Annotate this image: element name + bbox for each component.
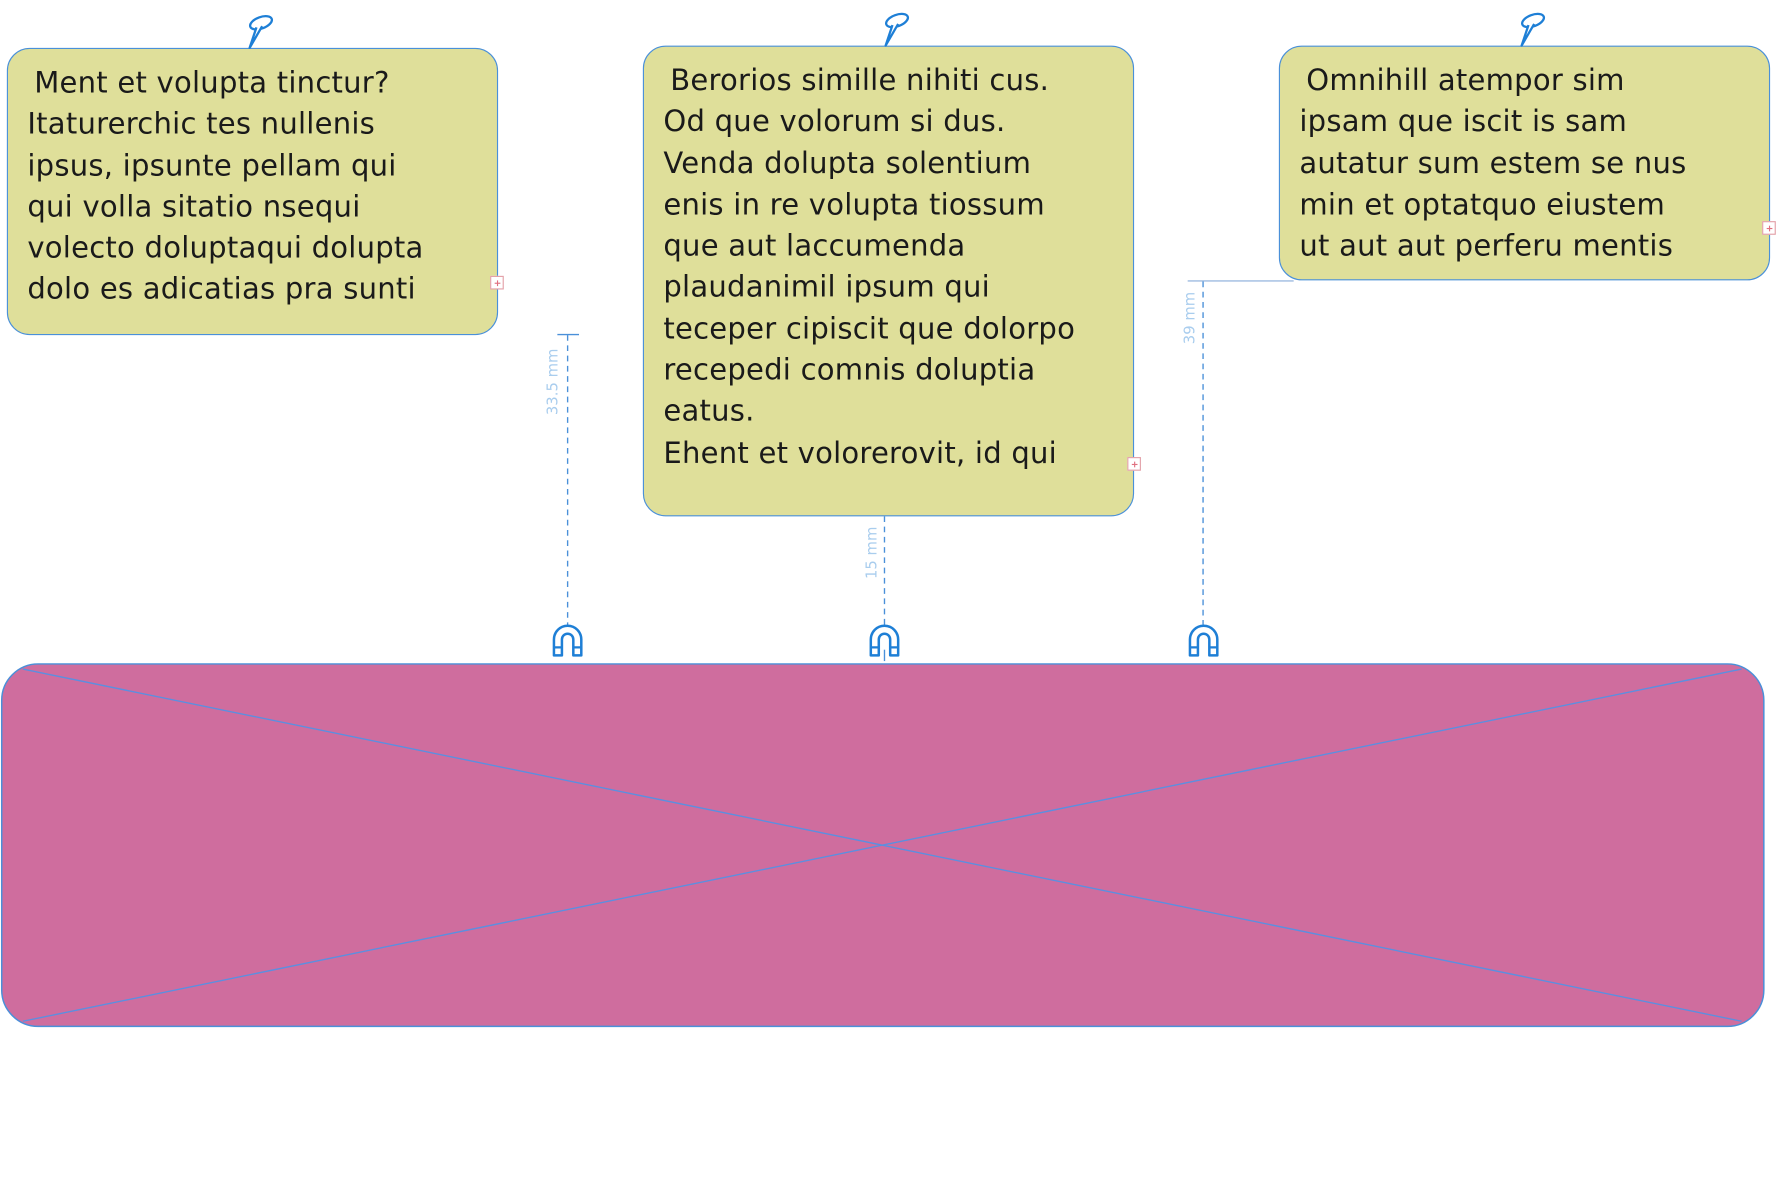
pushpin-icon[interactable] [244, 14, 276, 50]
note-text-line: ipsam que iscit is sam [1299, 105, 1628, 140]
dimension-label: 39 mm [1181, 291, 1200, 345]
resize-handle-icon[interactable] [1762, 221, 1776, 235]
note-text-line: qui volla sitatio nsequi [27, 190, 361, 225]
dimension-label: 33.5 mm [544, 348, 562, 416]
pushpin-icon[interactable] [1516, 11, 1548, 47]
note-text-line: recepedi comnis doluptia [663, 353, 1036, 388]
note-text-line: Berorios simille nihiti cus. [670, 63, 1050, 99]
note-text-line: ipsus, ipsunte pellam qui [27, 148, 397, 184]
note-text-line: enis in re volupta tiossum [663, 187, 1045, 223]
note-text-line: teceper cipiscit que dolorpo [663, 312, 1076, 347]
note-text-line: eatus. [663, 394, 755, 429]
dimension-line-3 [1187, 280, 1294, 625]
sticky-note-3[interactable]: Omnihill atempor sim ipsam que iscit is … [1278, 45, 1771, 281]
note-text-line: Itaturerchic tes nullenis [27, 107, 376, 142]
note-text-line: min et optatquo eiustem [1299, 187, 1666, 223]
resize-handle-icon[interactable] [490, 275, 504, 290]
note-text-line: Ment et volupta tinctur? [34, 66, 390, 101]
note-text-line: Ehent et volorerovit, id qui [663, 436, 1057, 471]
connector-layer [0, 280, 1765, 1028]
magnet-icon[interactable] [551, 622, 585, 657]
resize-handle-icon[interactable] [1127, 457, 1141, 471]
note-text-line: que aut laccumenda [663, 229, 966, 264]
note-text-line: dolo es adicatias pra sunti [27, 272, 416, 308]
note-text-line: Od que volorum si dus. [663, 105, 1006, 140]
magnet-icon[interactable] [867, 622, 901, 657]
note-text-line: ut aut aut perferu mentis [1299, 229, 1674, 264]
dimension-label: 15 mm [863, 526, 882, 580]
note-text-line: Omnihill atempor sim [1306, 63, 1625, 99]
note-text-line: volecto doluptaqui dolupta [27, 231, 424, 266]
sticky-note-1[interactable]: Ment et volupta tinctur? Itaturerchic te… [6, 47, 499, 336]
placeholder-cross-line [22, 668, 1742, 1022]
note-text-line: plaudanimil ipsum qui [663, 270, 990, 305]
pushpin-icon[interactable] [880, 11, 912, 47]
sticky-note-2[interactable]: Berorios simille nihiti cus. Od que volo… [642, 45, 1135, 517]
note-text-line: Venda dolupta solentium [663, 146, 1032, 181]
dimension-line-1 [557, 333, 580, 625]
magnet-icon[interactable] [1187, 622, 1221, 657]
note-text-line: autatur sum estem se nus [1299, 146, 1687, 181]
